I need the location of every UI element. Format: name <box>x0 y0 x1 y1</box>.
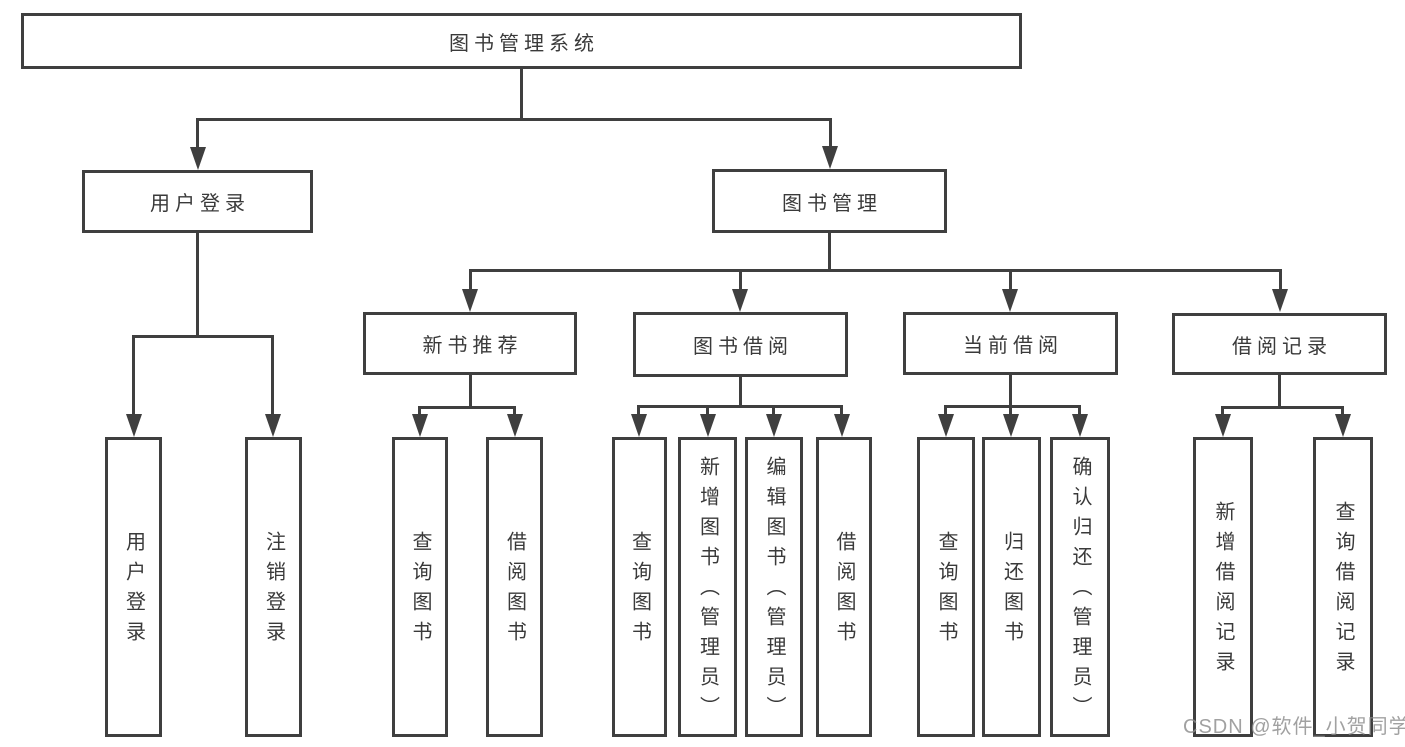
connector <box>196 118 199 150</box>
leaf-logout: 注销登录 <box>245 437 302 737</box>
node-book-borrow-label: 图书借阅 <box>693 336 793 358</box>
connector <box>1279 269 1282 292</box>
node-book-management-label: 图书管理 <box>782 192 882 215</box>
leaf-query-borrow-record-label: 查询借阅记录 <box>1332 501 1354 681</box>
connector <box>739 377 742 408</box>
leaf-borrow-book-recommend: 借阅图书 <box>486 437 543 737</box>
leaf-query-book-recommend: 查询图书 <box>392 437 448 737</box>
arrowhead-down-icon <box>1003 414 1019 437</box>
leaf-query-book-borrow: 查询图书 <box>612 437 667 737</box>
node-borrow-records: 借阅记录 <box>1172 313 1387 375</box>
connector <box>772 405 775 418</box>
leaf-confirm-return-admin: 确认归还（管理员） <box>1050 437 1110 737</box>
connector <box>469 375 472 409</box>
leaf-return-book: 归还图书 <box>982 437 1041 737</box>
leaf-borrow-book-label: 借阅图书 <box>833 531 855 651</box>
leaf-edit-book-admin-label: 编辑图书（管理员） <box>763 456 785 726</box>
arrowhead-down-icon <box>732 289 748 312</box>
arrowhead-down-icon <box>126 414 142 437</box>
arrowhead-down-icon <box>1072 414 1088 437</box>
connector <box>1009 269 1012 292</box>
arrowhead-down-icon <box>834 414 850 437</box>
arrowhead-down-icon <box>190 147 206 170</box>
connector <box>637 405 843 408</box>
connector <box>469 269 472 292</box>
leaf-edit-book-admin: 编辑图书（管理员） <box>745 437 803 737</box>
node-root-label: 图书管理系统 <box>449 32 599 55</box>
node-new-book-recommend: 新书推荐 <box>363 312 577 375</box>
connector <box>520 68 523 120</box>
arrowhead-down-icon <box>631 414 647 437</box>
node-borrow-records-label: 借阅记录 <box>1232 335 1332 358</box>
connector <box>196 118 832 121</box>
leaf-add-book-admin-label: 新增图书（管理员） <box>696 456 719 726</box>
leaf-add-borrow-record: 新增借阅记录 <box>1193 437 1253 737</box>
leaf-add-borrow-record-label: 新增借阅记录 <box>1212 501 1234 681</box>
arrowhead-down-icon <box>462 289 478 312</box>
connector <box>1221 406 1343 409</box>
leaf-add-book-admin: 新增图书（管理员） <box>678 437 737 737</box>
node-new-book-recommend-label: 新书推荐 <box>422 335 523 357</box>
leaf-user-login: 用户登录 <box>105 437 162 737</box>
arrowhead-down-icon <box>507 414 523 437</box>
leaf-query-borrow-record: 查询借阅记录 <box>1313 437 1373 737</box>
connector <box>829 118 832 150</box>
leaf-borrow-book-recommend-label: 借阅图书 <box>503 531 526 651</box>
connector <box>1278 375 1281 408</box>
arrowhead-down-icon <box>700 414 716 437</box>
arrowhead-down-icon <box>1272 289 1288 312</box>
node-book-management: 图书管理 <box>712 169 947 233</box>
arrowhead-down-icon <box>1002 289 1018 312</box>
node-current-borrow: 当前借阅 <box>903 312 1118 375</box>
arrowhead-down-icon <box>1335 414 1351 437</box>
connector <box>513 406 516 418</box>
arrowhead-down-icon <box>938 414 954 437</box>
leaf-query-book-borrow-label: 查询图书 <box>628 531 651 651</box>
arrowhead-down-icon <box>412 414 428 437</box>
leaf-confirm-return-admin-label: 确认归还（管理员） <box>1069 456 1091 726</box>
connector <box>271 335 274 417</box>
arrowhead-down-icon <box>265 414 281 437</box>
leaf-logout-label: 注销登录 <box>262 531 285 651</box>
connector <box>132 335 274 338</box>
node-book-borrow: 图书借阅 <box>633 312 848 377</box>
connector <box>840 405 843 418</box>
watermark: CSDN @软件_小贺同学 <box>1183 716 1405 738</box>
connector <box>944 405 947 418</box>
connector <box>944 405 1081 408</box>
arrowhead-down-icon <box>822 146 838 169</box>
node-root: 图书管理系统 <box>21 13 1022 69</box>
arrowhead-down-icon <box>766 414 782 437</box>
connector <box>1009 375 1012 408</box>
leaf-user-login-label: 用户登录 <box>122 531 145 651</box>
connector <box>706 405 709 418</box>
connector <box>1221 406 1224 418</box>
connector <box>1078 405 1081 418</box>
connector <box>828 233 831 271</box>
node-user-login-label: 用户登录 <box>150 193 250 215</box>
connector <box>1341 406 1344 418</box>
connector <box>132 335 135 417</box>
connector <box>418 406 421 418</box>
leaf-return-book-label: 归还图书 <box>1000 531 1023 651</box>
connector <box>739 269 742 292</box>
connector <box>196 233 199 337</box>
node-user-login: 用户登录 <box>82 170 313 233</box>
connector <box>637 405 640 418</box>
connector <box>469 269 1282 272</box>
leaf-query-book-recommend-label: 查询图书 <box>409 531 431 651</box>
connector <box>1009 405 1012 418</box>
leaf-borrow-book: 借阅图书 <box>816 437 872 737</box>
node-current-borrow-label: 当前借阅 <box>963 335 1063 357</box>
arrowhead-down-icon <box>1215 414 1231 437</box>
connector <box>418 406 516 409</box>
leaf-query-book-current: 查询图书 <box>917 437 975 737</box>
leaf-query-book-current-label: 查询图书 <box>935 531 957 651</box>
